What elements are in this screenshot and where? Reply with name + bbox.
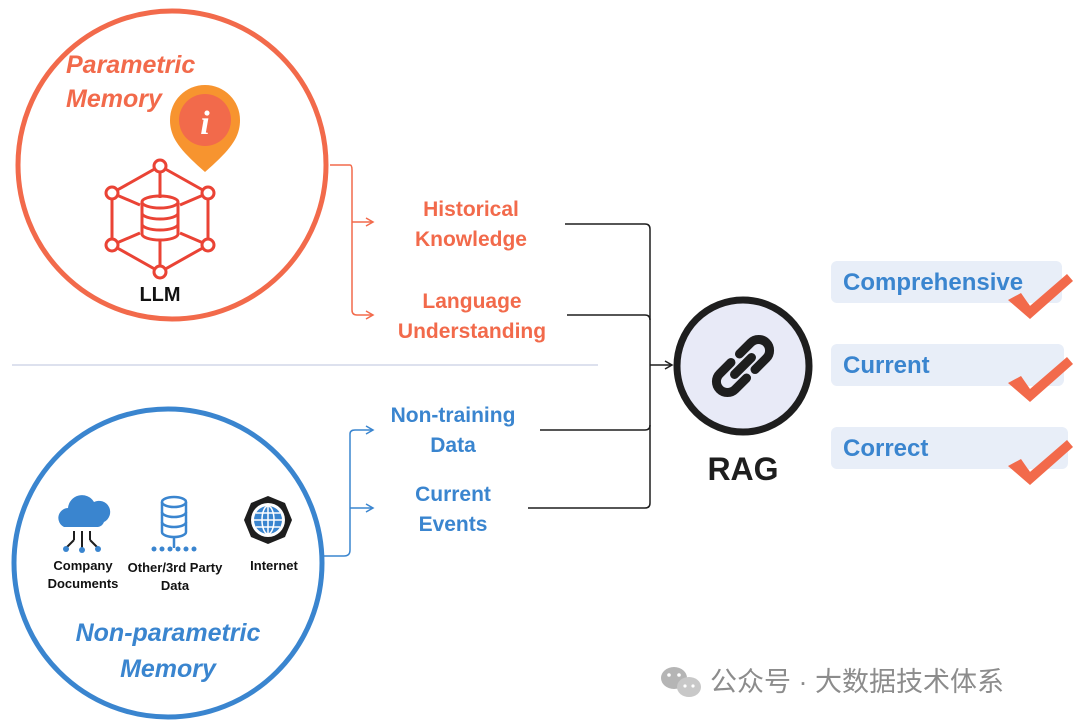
non-parametric-title-line1: Non-parametric (75, 619, 261, 647)
label-line1: Language (422, 290, 522, 313)
historical-knowledge-label: Historical Knowledge (380, 195, 562, 255)
label-line2: Knowledge (414, 228, 527, 251)
source-label-line1: Internet (250, 558, 298, 573)
language-understanding-label: Language Understanding (376, 287, 568, 347)
llm-network-icon (104, 158, 216, 280)
current-events-label: Current Events (380, 480, 526, 540)
source-other-data: Other/3rd Party Data (116, 559, 234, 595)
wechat-icon (661, 667, 701, 697)
parametric-title-line2: Memory (66, 85, 162, 113)
source-label-line2: Documents (47, 576, 119, 591)
parametric-memory-circle (15, 8, 329, 322)
result-label: Comprehensive (843, 269, 1024, 296)
cloud-network-icon (58, 495, 111, 553)
result-label: Current (843, 352, 930, 379)
result-pill-current: Current (831, 344, 1064, 386)
source-label-line2: Data (160, 578, 190, 593)
link-chain-icon (711, 334, 775, 398)
rag-label: RAG (707, 451, 779, 487)
result-label: Correct (843, 435, 929, 462)
non-training-data-label: Non-training Data (372, 401, 534, 461)
non-parametric-title-line2: Memory (120, 655, 216, 683)
label-line2: Events (418, 513, 488, 536)
watermark-text: 公众号 · 大数据技术体系 (710, 667, 1004, 697)
non-parametric-connector (322, 425, 375, 557)
source-company-documents: Company Documents (38, 557, 128, 593)
database-dots (151, 546, 197, 552)
globe-icon (244, 496, 292, 544)
info-pin-icon: i (170, 85, 240, 172)
source-label-line1: Other/3rd Party (127, 560, 223, 575)
rag-connector (528, 223, 674, 509)
non-parametric-memory-circle (11, 406, 325, 720)
result-pill-comprehensive: Comprehensive (831, 261, 1062, 303)
database-icon (160, 495, 188, 548)
source-label-line1: Company (53, 558, 113, 573)
parametric-title-line1: Parametric (66, 51, 196, 79)
llm-label: LLM (139, 284, 181, 306)
result-pill-correct: Correct (831, 427, 1068, 469)
label-line2: Data (430, 434, 476, 457)
source-internet: Internet (234, 557, 314, 575)
label-line1: Historical (423, 198, 519, 221)
label-line2: Understanding (397, 320, 547, 343)
label-line1: Current (415, 483, 491, 506)
svg-text:i: i (200, 105, 210, 142)
label-line1: Non-training (390, 404, 516, 427)
parametric-connector (330, 164, 375, 320)
